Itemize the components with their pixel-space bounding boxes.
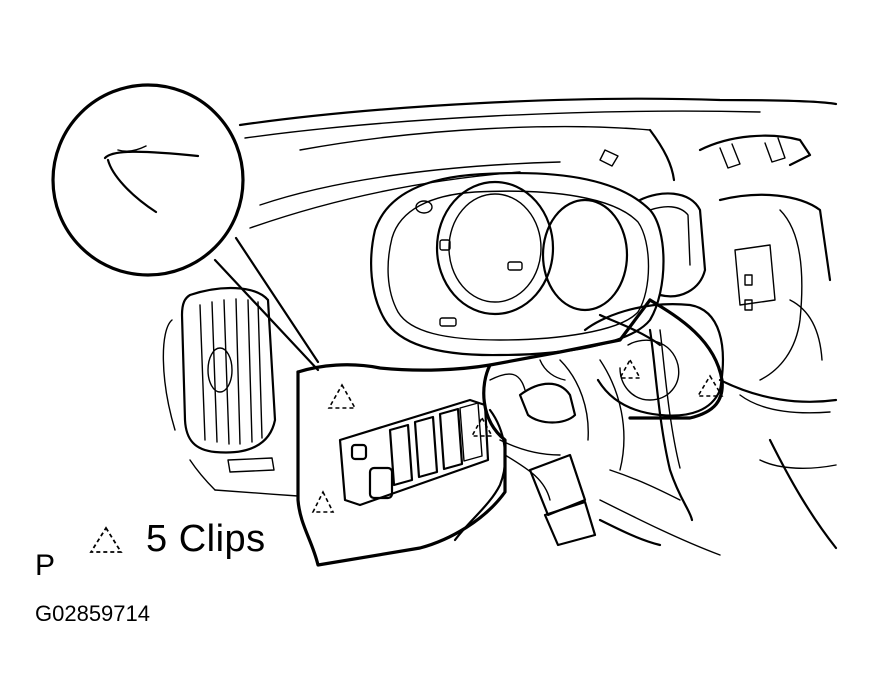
clip-marker-2 — [311, 490, 335, 513]
view-marker: P — [35, 549, 56, 582]
clip-marker-1 — [327, 383, 357, 409]
clip-marker-4 — [618, 358, 642, 379]
dashboard-top — [238, 97, 838, 229]
clip-marker-3 — [470, 416, 494, 437]
air-vent — [162, 287, 277, 473]
legend: 5 Clips — [88, 518, 266, 561]
right-structure — [698, 134, 838, 414]
wiring-harness — [453, 359, 681, 547]
clip-markers — [311, 358, 724, 513]
floor-lines — [189, 438, 838, 556]
clip-marker-5 — [696, 374, 724, 397]
steering-column — [583, 192, 724, 522]
instrument-cluster — [370, 149, 665, 357]
legend-label: 5 Clips — [146, 518, 266, 560]
detail-magnifier — [51, 83, 320, 372]
figure-id: G02859714 — [35, 601, 150, 626]
dashed-triangle-clip-icon — [89, 525, 123, 553]
switch-bank — [338, 398, 490, 507]
lower-finish-panel — [296, 298, 724, 567]
